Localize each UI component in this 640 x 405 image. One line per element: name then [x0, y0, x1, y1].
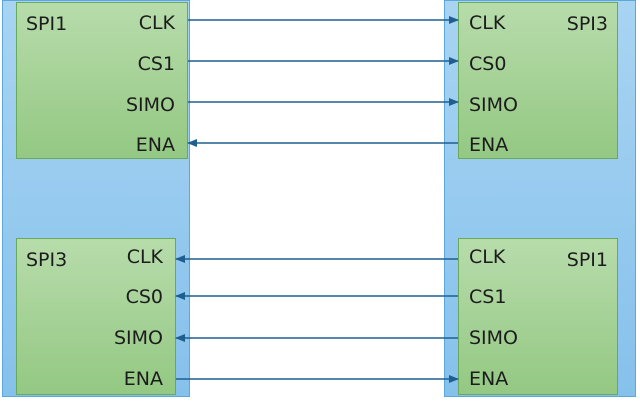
pin-label-ena: ENA [123, 368, 163, 390]
pin-label-simo: SIMO [469, 327, 519, 349]
block-title: SPI1 [566, 249, 608, 271]
block-title: SPI3 [26, 249, 68, 271]
pin-label-ena: ENA [469, 368, 509, 390]
pin-label-clk: CLK [138, 12, 175, 34]
pin-label-simo: SIMO [125, 94, 175, 116]
block-top-right-spi3: SPI3 CLK CS0 SIMO ENA [458, 2, 618, 159]
pin-label-clk: CLK [469, 246, 506, 268]
pin-label-simo: SIMO [469, 94, 519, 116]
pin-label-cs0: CS0 [469, 53, 507, 75]
pin-label-clk: CLK [126, 246, 163, 268]
pin-label-cs1: CS1 [137, 53, 175, 75]
block-bottom-left-spi3: SPI3 CLK CS0 SIMO ENA [16, 238, 176, 395]
pin-label-cs1: CS1 [469, 286, 507, 308]
block-title: SPI3 [566, 13, 608, 35]
block-bottom-right-spi1: SPI1 CLK CS1 SIMO ENA [458, 238, 618, 395]
pin-label-ena: ENA [469, 134, 509, 156]
block-top-left-spi1: SPI1 CLK CS1 SIMO ENA [16, 2, 188, 159]
block-title: SPI1 [26, 13, 68, 35]
pin-label-cs0: CS0 [125, 286, 163, 308]
pin-label-ena: ENA [135, 134, 175, 156]
pin-label-simo: SIMO [113, 327, 163, 349]
pin-label-clk: CLK [469, 12, 506, 34]
